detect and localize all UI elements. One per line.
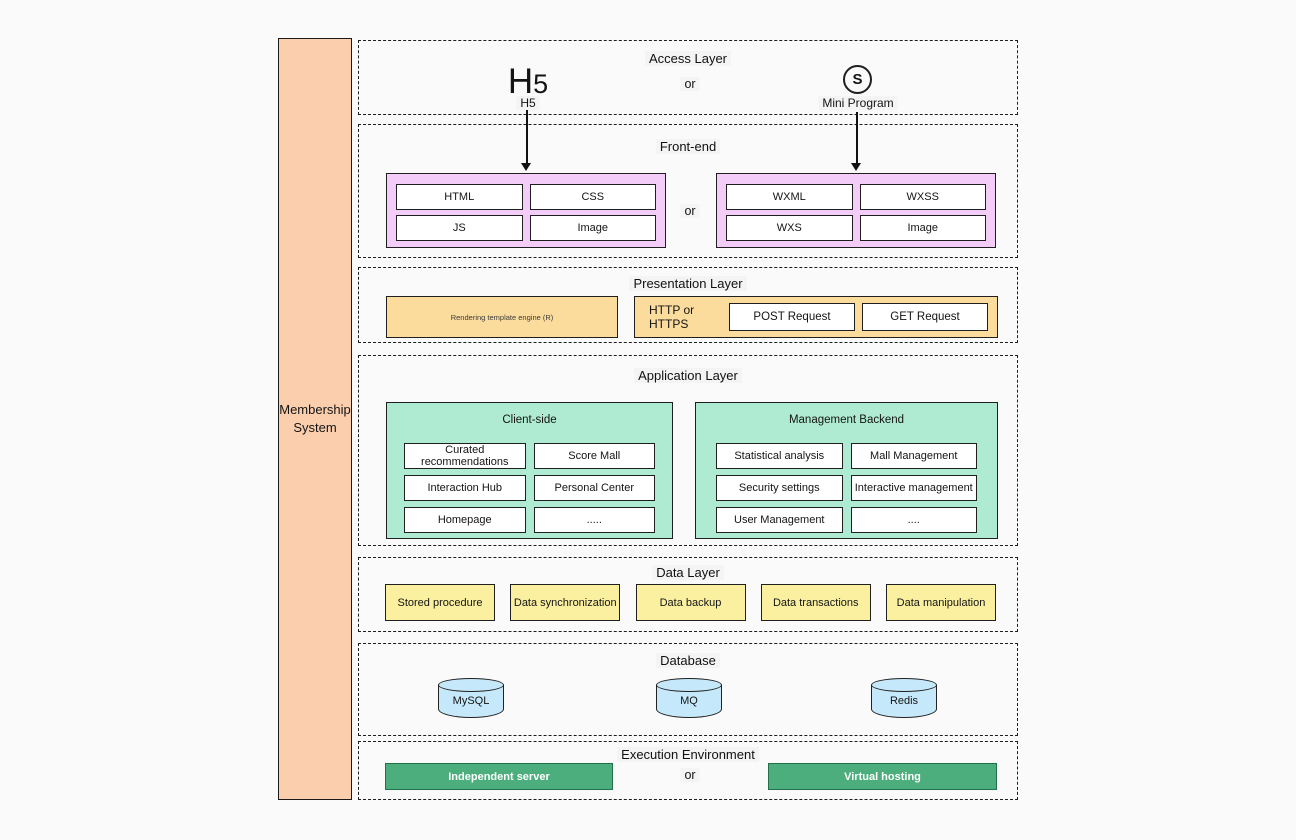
- data-box-data-synchronization: Data synchronization: [510, 584, 621, 621]
- http-requests-box: HTTP or HTTPS POST Request GET Request: [634, 296, 998, 338]
- execution-environment-title: Execution Environment: [359, 747, 1017, 762]
- application-layer: Application Layer Client-side Curated re…: [358, 355, 1018, 546]
- h5-caption: H5: [516, 96, 540, 110]
- database-layer: Database MySQL MQ Redis: [358, 643, 1018, 736]
- h5-logo: H5: [507, 62, 549, 101]
- membership-system-bar: Membership System: [278, 38, 352, 800]
- access-or-label: or: [680, 77, 700, 91]
- presentation-layer-title: Presentation Layer: [359, 276, 1017, 291]
- frontend-box-wxss: WXSS: [859, 184, 986, 210]
- mini-program-caption: Mini Program: [818, 96, 898, 110]
- independent-server-box: Independent server: [385, 763, 613, 790]
- mini-program-icon: S: [843, 65, 872, 94]
- client-side-container: Client-side Curated recommendations Scor…: [386, 402, 673, 539]
- data-layer-title: Data Layer: [359, 565, 1017, 580]
- redis-cylinder-icon: Redis: [871, 678, 937, 718]
- client-box-ellipsis: .....: [533, 507, 655, 533]
- client-side-title: Client-side: [502, 414, 557, 426]
- frontend-layer-title: Front-end: [359, 139, 1017, 154]
- rendering-engine-box: Rendering template engine (R): [386, 296, 618, 338]
- data-box-data-transactions: Data transactions: [760, 584, 871, 621]
- get-request-box: GET Request: [862, 303, 988, 331]
- data-box-data-backup: Data backup: [635, 584, 746, 621]
- redis-label: Redis: [889, 695, 919, 707]
- client-box-personal-center: Personal Center: [533, 475, 655, 501]
- frontend-box-css: CSS: [529, 184, 656, 210]
- backend-box-statistical-analysis: Statistical analysis: [716, 443, 843, 469]
- frontend-box-js: JS: [396, 215, 523, 241]
- frontend-box-html: HTML: [396, 184, 523, 210]
- frontend-or-label: or: [680, 204, 700, 218]
- database-layer-title: Database: [359, 653, 1017, 668]
- backend-box-ellipsis: ....: [850, 507, 977, 533]
- backend-box-interactive-management: Interactive management: [850, 475, 977, 501]
- frontend-box-wxml: WXML: [726, 184, 853, 210]
- frontend-layer: Front-end HTML CSS JS Image or WXML WXSS…: [358, 124, 1018, 258]
- http-label: HTTP or HTTPS: [649, 303, 695, 331]
- mysql-label: MySQL: [452, 695, 490, 707]
- execution-environment-layer: Execution Environment Independent server…: [358, 741, 1018, 800]
- frontend-box-wx-image: Image: [859, 215, 986, 241]
- mini-program-arrow-line: [856, 112, 858, 164]
- execution-or-label: or: [680, 768, 700, 782]
- client-box-curated-recommendations: Curated recommendations: [404, 443, 526, 469]
- mini-program-arrow-head-icon: [851, 163, 861, 171]
- mysql-cylinder-icon: MySQL: [438, 678, 504, 718]
- post-request-box: POST Request: [729, 303, 855, 331]
- virtual-hosting-box: Virtual hosting: [768, 763, 997, 790]
- frontend-box-wxs: WXS: [726, 215, 853, 241]
- data-box-data-manipulation: Data manipulation: [886, 584, 996, 621]
- backend-box-mall-management: Mall Management: [850, 443, 977, 469]
- management-backend-title: Management Backend: [788, 414, 905, 426]
- access-layer: Access Layer H5 H5 or S Mini Program: [358, 40, 1018, 115]
- membership-system-label: Membership System: [279, 401, 351, 435]
- h5-arrow-head-icon: [521, 163, 531, 171]
- mq-label: MQ: [680, 695, 698, 707]
- client-box-interaction-hub: Interaction Hub: [404, 475, 526, 501]
- frontend-box-image: Image: [529, 215, 656, 241]
- client-box-score-mall: Score Mall: [533, 443, 655, 469]
- wx-frontend-container: WXML WXSS WXS Image: [716, 173, 996, 248]
- backend-box-user-management: User Management: [716, 507, 843, 533]
- application-layer-title: Application Layer: [359, 368, 1017, 383]
- presentation-layer: Presentation Layer Rendering template en…: [358, 267, 1018, 343]
- h5-arrow-line: [526, 110, 528, 164]
- backend-box-security-settings: Security settings: [716, 475, 843, 501]
- data-box-stored-procedure: Stored procedure: [385, 584, 495, 621]
- client-box-homepage: Homepage: [404, 507, 526, 533]
- access-layer-title: Access Layer: [359, 51, 1017, 66]
- web-frontend-container: HTML CSS JS Image: [386, 173, 666, 248]
- data-layer: Data Layer Stored procedure Data synchro…: [358, 557, 1018, 632]
- management-backend-container: Management Backend Statistical analysis …: [695, 402, 998, 539]
- mq-cylinder-icon: MQ: [656, 678, 722, 718]
